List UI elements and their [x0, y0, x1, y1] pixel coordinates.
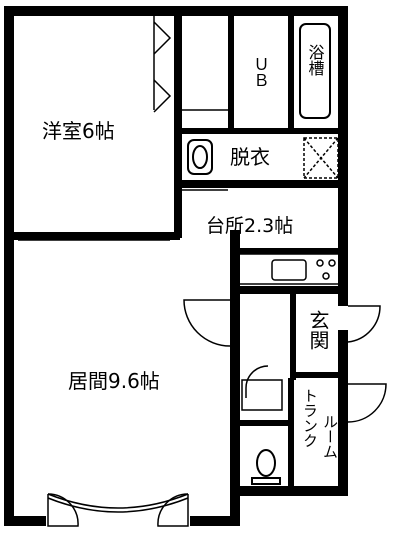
label-entrance: 玄関 [306, 310, 330, 350]
label-living-room: 居間9.6帖 [68, 369, 160, 393]
outer-walls [4, 6, 348, 526]
label-dressing: 脱衣 [230, 145, 270, 169]
windows [18, 185, 228, 241]
label-kitchen: 台所2.3帖 [206, 215, 293, 237]
interior-walls [14, 14, 340, 488]
label-unit-bath: ＵＢ [251, 56, 270, 88]
laundry-pan [303, 137, 339, 179]
label-trunk-room-a: トランク [301, 388, 319, 448]
shoe-cabinet [241, 379, 283, 411]
kitchen-counter [231, 253, 341, 285]
label-western-room: 洋室6帖 [42, 119, 115, 143]
bathtub-outline [299, 23, 331, 119]
label-bathtub: 浴槽 [306, 44, 325, 76]
toilet [251, 449, 281, 485]
washbasin [187, 139, 213, 175]
closet [153, 16, 228, 113]
label-trunk-room-b: ルーム [321, 414, 339, 459]
door-swings [47, 299, 387, 527]
